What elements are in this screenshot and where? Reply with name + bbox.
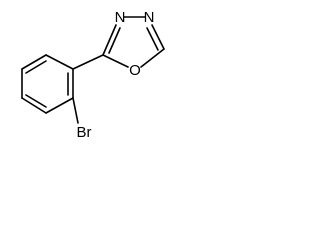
atom-n4-label: N <box>144 9 155 26</box>
bond-c2-n3 <box>102 24 117 56</box>
atom-n3-label: N <box>115 9 126 26</box>
atom-o1-label: O <box>129 62 141 79</box>
molecule-canvas: N N O Br <box>0 0 176 146</box>
bond-ring-5-double <box>25 94 47 108</box>
atom-br-label: Br <box>77 124 92 141</box>
bond-c2-n3-double <box>108 27 121 54</box>
bond-n4-c5 <box>151 24 165 50</box>
bond-n4-c5-double <box>146 27 159 51</box>
bond-ring-4 <box>45 97 74 114</box>
bond-ring-1-double <box>25 60 47 74</box>
bond-c5-o1 <box>140 48 165 68</box>
structure-diagram: N N O Br <box>21 9 165 141</box>
bond-ring-1 <box>21 54 47 70</box>
bond-o1-c2 <box>102 54 129 68</box>
bonds <box>21 16 165 124</box>
bond-aryl-oxadiazole <box>72 54 104 70</box>
bond-c-br <box>72 97 79 124</box>
bond-ring-5 <box>21 97 47 114</box>
bond-ring-2 <box>45 54 74 70</box>
